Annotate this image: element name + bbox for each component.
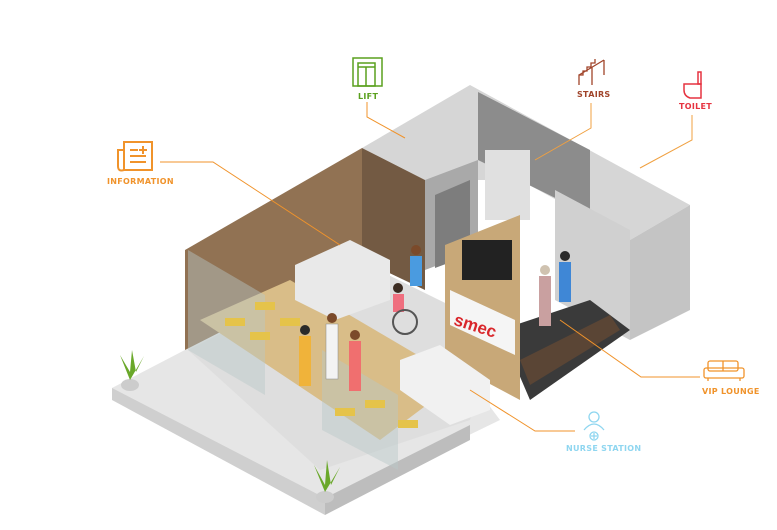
plant-left	[120, 350, 144, 391]
plant-front	[314, 460, 340, 503]
elevator-icon	[352, 57, 383, 87]
stair-shaft	[478, 92, 590, 215]
label-stairs: STAIRS	[577, 90, 611, 99]
newspaper-icon	[117, 141, 153, 172]
vip-sofa	[520, 315, 620, 385]
label-nurse-station: NURSE STATION	[566, 444, 642, 453]
stairs-icon	[578, 59, 605, 85]
slab-edge	[112, 388, 325, 515]
slab-edge-right	[325, 425, 470, 515]
brand-sign-panel	[450, 290, 515, 355]
tv-screen	[462, 240, 512, 280]
glass-partition-front	[322, 350, 398, 470]
brown-wall-left	[185, 148, 362, 350]
sofa-icon	[703, 360, 745, 381]
leader-vip	[559, 319, 700, 378]
people	[299, 245, 571, 391]
label-vip-lounge: VIP LOUNGE	[702, 387, 760, 396]
leader-lift	[366, 102, 406, 139]
stair-columns	[485, 150, 530, 220]
toilet-room	[555, 190, 630, 340]
leader-nurse	[469, 389, 575, 432]
label-information: INFORMATION	[107, 177, 174, 186]
waiting-seats	[225, 302, 418, 428]
label-lift: LIFT	[358, 92, 379, 101]
leader-information	[160, 161, 341, 246]
info-desk	[295, 240, 390, 320]
leader-stairs	[534, 103, 592, 161]
nurse-desk	[400, 345, 490, 425]
right-wall	[630, 205, 690, 340]
toilet-icon	[683, 71, 702, 99]
label-toilet: TOILET	[679, 102, 713, 111]
leader-toilet	[639, 115, 693, 169]
nurse-icon	[583, 411, 605, 441]
